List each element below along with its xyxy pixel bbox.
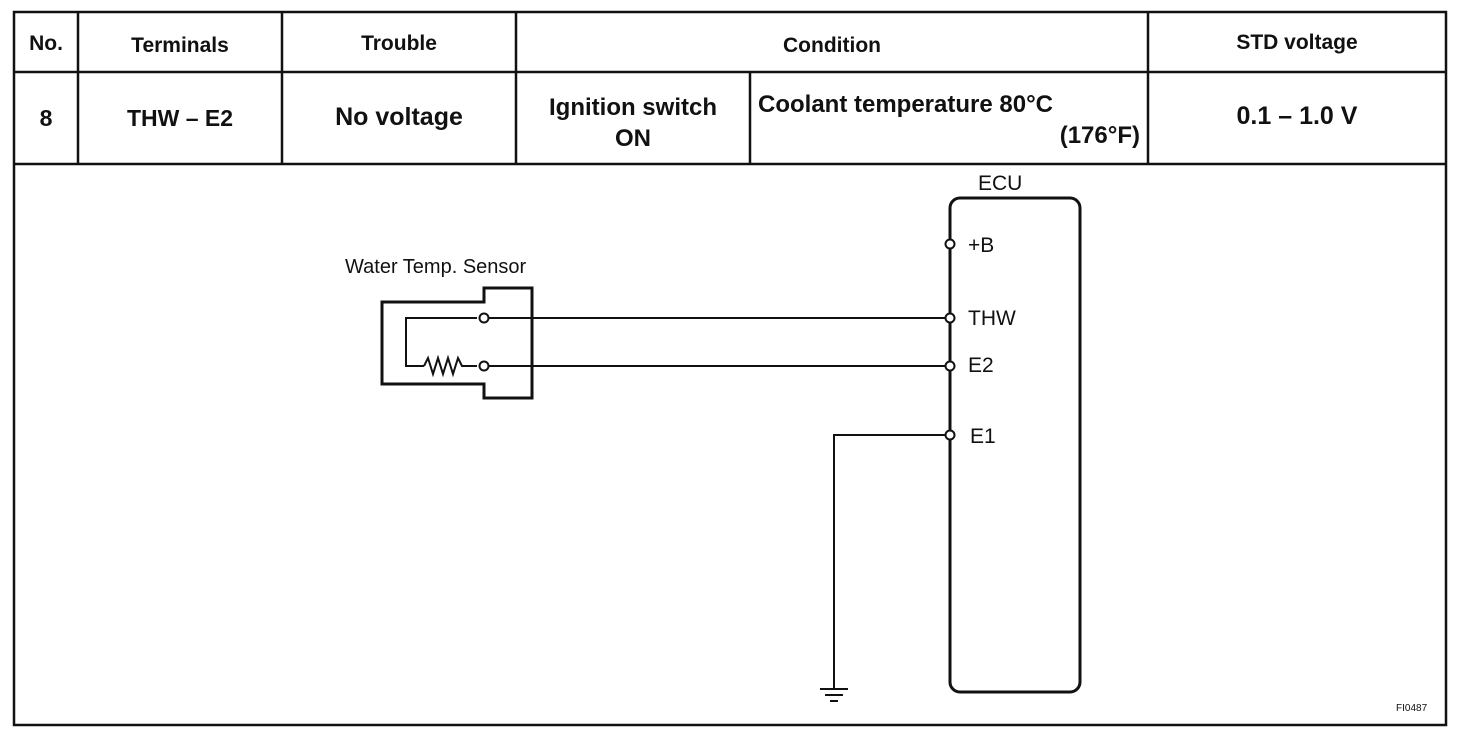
header-trouble: Trouble — [361, 32, 437, 55]
wire-e1-ground — [833, 434, 945, 688]
ecu-terminal-thw — [944, 312, 956, 324]
sensor-terminal-e2 — [478, 360, 490, 372]
figure-code: FI0487 — [1396, 703, 1428, 714]
terminal-label-thw: THW — [968, 307, 1016, 330]
ecu-box — [948, 196, 1082, 694]
terminal-label-e1: E1 — [970, 425, 996, 448]
ecu-terminal-b — [944, 238, 956, 250]
sensor-inner-wire — [405, 317, 477, 367]
row-condition-temp: Coolant temperature 80°C (176°F) — [758, 89, 1140, 151]
row-trouble: No voltage — [335, 103, 463, 131]
row-condition-switch: Ignition switch ON — [516, 92, 750, 154]
row-std-voltage: 0.1 – 1.0 V — [1236, 102, 1358, 130]
table-border — [12, 10, 1448, 727]
sensor-terminal-thw — [478, 312, 490, 324]
header-condition: Condition — [783, 34, 881, 57]
condition-temp-line2: (176°F) — [1059, 122, 1140, 149]
terminal-label-e2: E2 — [968, 354, 994, 377]
ecu-label: ECU — [978, 172, 1023, 195]
header-no: No. — [29, 32, 63, 55]
row-no: 8 — [39, 105, 53, 131]
ecu-terminal-e1 — [944, 429, 956, 441]
row-terminals: THW – E2 — [126, 105, 234, 131]
condition-switch-line1: Ignition switch — [549, 94, 717, 121]
thermistor-symbol — [423, 354, 477, 378]
header-std-voltage: STD voltage — [1236, 31, 1358, 54]
condition-switch-line2: ON — [615, 125, 651, 152]
terminal-label-b: +B — [968, 234, 995, 257]
sensor-housing — [380, 286, 534, 400]
ground-symbol — [820, 688, 848, 702]
sensor-label: Water Temp. Sensor — [345, 256, 527, 278]
ecu-terminal-e2 — [944, 360, 956, 372]
header-terminals: Terminals — [131, 34, 229, 57]
condition-temp-line1: Coolant temperature 80°C — [758, 91, 1053, 118]
